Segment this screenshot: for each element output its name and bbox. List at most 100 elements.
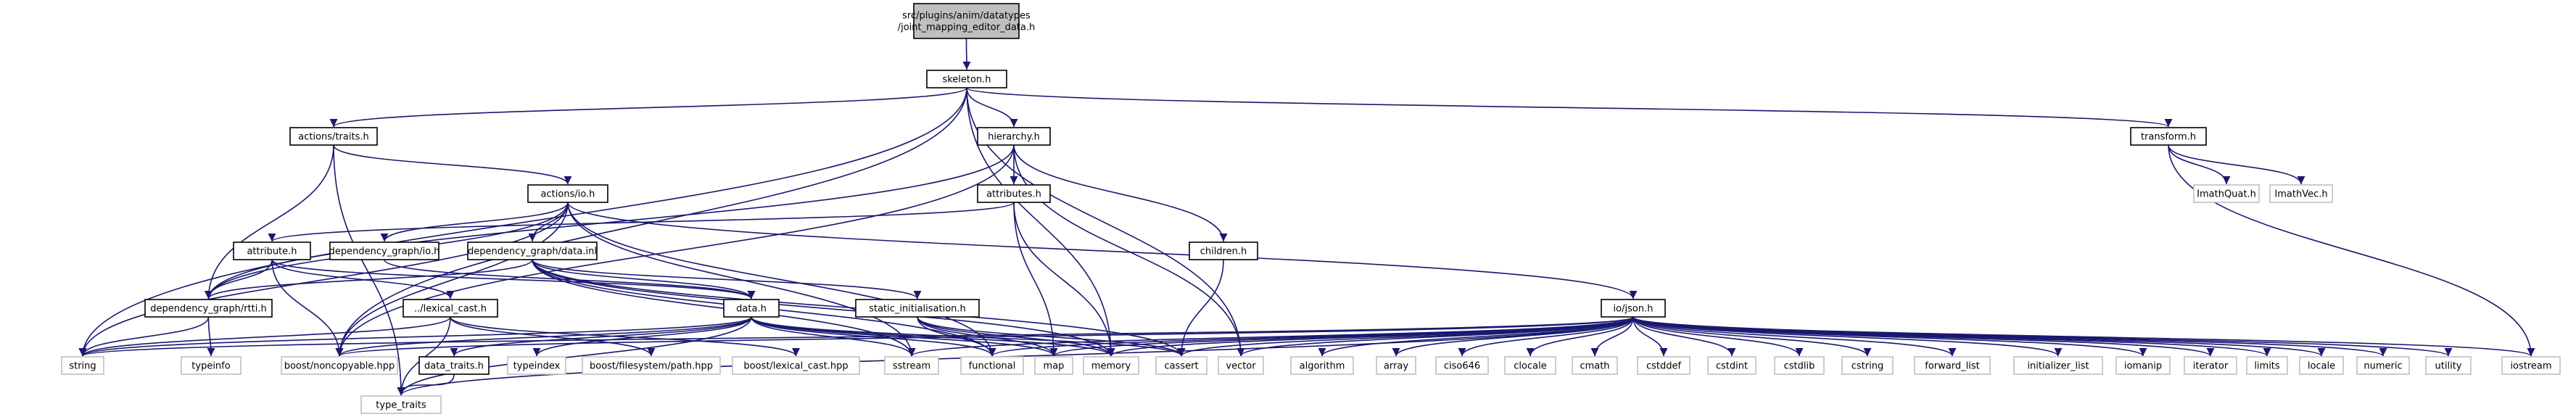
node-dg-data-inl[interactable]: dependency_graph/data.inl xyxy=(467,241,598,260)
node-memory: memory xyxy=(1083,356,1139,375)
node-label: skeleton.h xyxy=(942,75,991,86)
edge-actions_io-to-functional xyxy=(567,202,996,357)
edge-io_json-to-cmath xyxy=(1590,316,1634,357)
edge-actions_traits-to-actions_io xyxy=(333,144,572,185)
node-label: transform.h xyxy=(2141,132,2196,143)
node-label: functional xyxy=(969,361,1016,372)
node-string: string xyxy=(61,356,104,375)
node-array: array xyxy=(1376,356,1416,375)
edge-skeleton-to-transform xyxy=(966,87,2172,128)
node-children[interactable]: children.h xyxy=(1189,241,1258,260)
node-cstring: cstring xyxy=(1841,356,1894,375)
node-hierarchy[interactable]: hierarchy.h xyxy=(977,127,1051,146)
node-ciso646: ciso646 xyxy=(1435,356,1489,375)
edge-io_json-to-algorithm xyxy=(1318,316,1634,357)
edge-skeleton-to-actions_traits xyxy=(329,87,967,128)
node-lexical-cast[interactable]: ../lexical_cast.h xyxy=(402,299,498,318)
edge-attribute-to-data xyxy=(271,259,756,300)
node-label: array xyxy=(1384,361,1408,372)
edge-skeleton-to-memory xyxy=(966,87,1115,357)
edge-io_json-to-ciso646 xyxy=(1458,316,1634,357)
edge-data-to-noncopyable xyxy=(335,316,752,357)
node-box xyxy=(281,356,398,375)
node-data-traits[interactable]: data_traits.h xyxy=(418,356,490,375)
node-box xyxy=(360,395,442,414)
edge-actions_io-to-sstream xyxy=(567,202,916,357)
node-initializer-list: initializer_list xyxy=(2013,356,2103,375)
node-static-init[interactable]: static_initialisation.h xyxy=(855,299,980,318)
node-ImathVec: ImathVec.h xyxy=(2269,184,2333,203)
node-actions-io[interactable]: actions/io.h xyxy=(527,184,608,203)
node-box xyxy=(61,356,104,375)
node-cstdlib: cstdlib xyxy=(1774,356,1825,375)
node-box xyxy=(2501,356,2561,375)
edge-hierarchy-to-children xyxy=(1013,144,1228,242)
node-label: attributes.h xyxy=(986,189,1041,200)
node-label: dependency_graph/data.inl xyxy=(468,247,597,257)
node-box xyxy=(732,356,860,375)
node-box xyxy=(977,184,1051,203)
node-root[interactable]: src/plugins/anim/datatypes/joint_mapping… xyxy=(898,3,1036,39)
node-label: algorithm xyxy=(1300,361,1345,372)
node-path: boost/filesystem/path.hpp xyxy=(582,356,721,375)
edge-data-to-type_traits xyxy=(397,316,752,396)
node-box xyxy=(507,356,566,375)
nodes-layer: src/plugins/anim/datatypes/joint_mapping… xyxy=(61,3,2561,414)
node-box xyxy=(2246,356,2288,375)
edge-data-to-string xyxy=(78,316,752,357)
node-lexcast-hpp: boost/lexical_cast.hpp xyxy=(732,356,860,375)
edge-actions_traits-to-dg_rtti xyxy=(204,144,334,300)
node-box xyxy=(402,299,498,318)
node-box xyxy=(1572,356,1618,375)
edge-dg_io-to-data xyxy=(384,259,756,300)
edge-lexical_cast-to-string xyxy=(78,316,451,357)
node-cassert: cassert xyxy=(1155,356,1208,375)
node-label: data.h xyxy=(736,304,767,315)
node-label: clocale xyxy=(1514,361,1546,372)
edge-actions_io-to-dg_io xyxy=(380,202,569,242)
node-label: data_traits.h xyxy=(424,361,484,372)
node-label: boost/filesystem/path.hpp xyxy=(590,361,713,372)
node-io-json[interactable]: io/json.h xyxy=(1601,299,1666,318)
edge-dg_data_inl-to-dg_rtti xyxy=(205,259,533,300)
node-functional: functional xyxy=(960,356,1024,375)
edge-io_json-to-cstdlib xyxy=(1632,316,1804,357)
node-label: boost/lexical_cast.hpp xyxy=(743,361,848,372)
node-transform[interactable]: transform.h xyxy=(2130,127,2207,146)
node-box xyxy=(2184,356,2237,375)
node-box xyxy=(2013,356,2103,375)
node-dg-io[interactable]: dependency_graph/io.h xyxy=(329,241,440,260)
node-label: hierarchy.h xyxy=(988,132,1040,143)
node-skeleton[interactable]: skeleton.h xyxy=(926,70,1007,88)
edge-actions_io-to-noncopyable xyxy=(335,202,569,357)
node-attributes[interactable]: attributes.h xyxy=(977,184,1051,203)
node-vector: vector xyxy=(1218,356,1264,375)
edges-layer xyxy=(78,38,2535,396)
edge-attributes-to-memory xyxy=(1013,202,1115,357)
node-label: cstdint xyxy=(1716,361,1748,372)
node-label: dependency_graph/rtti.h xyxy=(150,304,267,315)
node-actions-traits[interactable]: actions/traits.h xyxy=(289,127,378,146)
node-box xyxy=(582,356,721,375)
edge-io_json-to-clocale xyxy=(1526,316,1634,357)
node-dg-rtti[interactable]: dependency_graph/rtti.h xyxy=(144,299,273,318)
edge-io_json-to-functional xyxy=(988,316,1634,357)
node-attribute[interactable]: attribute.h xyxy=(233,241,311,260)
node-cmath: cmath xyxy=(1572,356,1618,375)
edge-dg_data_inl-to-data xyxy=(532,259,756,300)
node-data[interactable]: data.h xyxy=(723,299,780,318)
node-label: cmath xyxy=(1580,361,1609,372)
edge-io_json-to-cstring xyxy=(1632,316,1872,357)
node-iostream: iostream xyxy=(2501,356,2561,375)
edge-data-to-memory xyxy=(751,316,1115,357)
edge-io_json-to-cstdint xyxy=(1632,316,1736,357)
node-box xyxy=(2425,356,2472,375)
node-label: numeric xyxy=(2364,361,2402,372)
node-box xyxy=(1376,356,1416,375)
node-label: locale xyxy=(2308,361,2335,372)
edge-actions_io-to-io_json xyxy=(567,202,1638,300)
edge-attributes-to-attribute xyxy=(268,202,1015,242)
node-box xyxy=(144,299,273,318)
node-label: limits xyxy=(2254,361,2280,372)
